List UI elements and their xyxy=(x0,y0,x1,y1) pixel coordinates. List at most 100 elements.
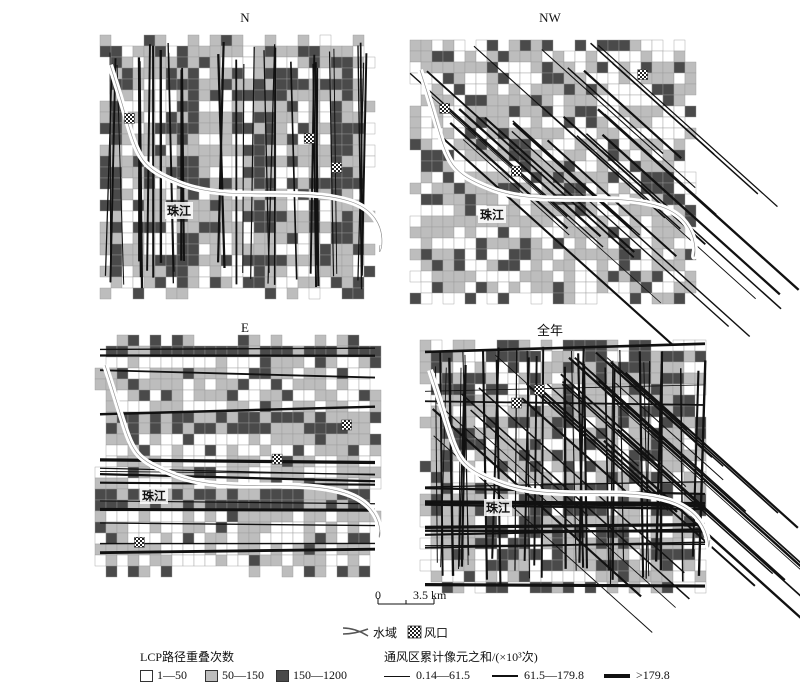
grid-cell xyxy=(275,45,288,58)
grid-cell xyxy=(303,400,316,413)
grid-cell xyxy=(420,215,433,228)
grid-cell xyxy=(431,39,444,52)
grid-cell xyxy=(358,378,371,391)
grid-cell xyxy=(369,433,382,446)
grid-cell xyxy=(138,422,151,435)
grid-cell xyxy=(99,287,112,300)
grid-cell xyxy=(259,521,272,534)
grid-cell xyxy=(347,466,360,479)
grid-cell xyxy=(508,237,521,250)
grid-cell xyxy=(209,254,222,267)
grid-cell xyxy=(497,116,510,129)
vent-marker xyxy=(511,165,522,177)
grid-cell xyxy=(242,276,255,289)
grid-cell xyxy=(694,383,707,396)
grid-cell xyxy=(253,199,266,212)
grid-cell xyxy=(551,350,564,363)
lcp-path xyxy=(481,350,489,580)
grid-cell xyxy=(541,281,554,294)
grid-cell xyxy=(281,411,294,424)
grid-cell xyxy=(662,116,675,129)
grid-cell xyxy=(330,89,343,102)
lcp-path xyxy=(290,61,298,280)
grid-cell xyxy=(253,166,266,179)
grid-cell xyxy=(149,532,162,545)
grid-cell xyxy=(215,444,228,457)
grid-cell xyxy=(496,559,509,572)
grid-cell xyxy=(226,411,239,424)
grid-cell xyxy=(507,537,520,550)
grid-cell xyxy=(475,61,488,74)
lcp-path xyxy=(424,400,706,406)
grid-cell xyxy=(193,488,206,501)
grid-cell xyxy=(453,50,466,63)
grid-cell xyxy=(529,570,542,583)
grid-cell xyxy=(187,67,200,80)
grid-cell xyxy=(629,116,642,129)
grid-cell xyxy=(116,356,129,369)
grid-cell xyxy=(431,50,444,63)
grid-cell xyxy=(486,50,499,63)
grid-cell xyxy=(187,221,200,234)
grid-cell xyxy=(121,166,134,179)
grid-cell xyxy=(442,204,455,217)
grid-cell xyxy=(563,83,576,96)
grid-cell xyxy=(209,144,222,157)
lcp-path xyxy=(242,63,245,274)
grid-cell xyxy=(176,276,189,289)
grid-cell xyxy=(358,532,371,545)
grid-cell xyxy=(574,83,587,96)
grid-cell xyxy=(231,210,244,223)
grid-cell xyxy=(673,237,686,250)
grid-cell xyxy=(518,570,531,583)
grid-cell xyxy=(215,543,228,556)
grid-cell xyxy=(226,488,239,501)
grid-cell xyxy=(314,433,327,446)
grid-cell xyxy=(215,554,228,567)
grid-cell xyxy=(352,287,365,300)
grid-cell xyxy=(551,570,564,583)
grid-cell xyxy=(270,378,283,391)
lcp-path xyxy=(216,41,225,263)
grid-cell xyxy=(640,259,653,272)
grid-cell xyxy=(204,554,217,567)
grid-cell xyxy=(486,226,499,239)
grid-cell xyxy=(541,259,554,272)
grid-cell xyxy=(662,61,675,74)
grid-cell xyxy=(358,565,371,578)
grid-cell xyxy=(215,411,228,424)
grid-cell xyxy=(231,243,244,256)
grid-cell xyxy=(607,270,620,283)
grid-cell xyxy=(193,378,206,391)
grid-cell xyxy=(431,226,444,239)
grid-cell xyxy=(452,350,465,363)
grid-cell xyxy=(242,45,255,58)
grid-cell xyxy=(105,532,118,545)
lcp-path xyxy=(470,409,589,517)
grid-cell xyxy=(442,237,455,250)
grid-cell xyxy=(165,243,178,256)
grid-cell xyxy=(160,422,173,435)
scale-zero: 0 xyxy=(375,588,381,602)
grid-cell xyxy=(259,367,272,380)
grid-cell xyxy=(270,356,283,369)
grid-cell xyxy=(650,581,663,594)
grid-cell xyxy=(270,389,283,402)
grid-cell xyxy=(160,367,173,380)
grid-cell xyxy=(529,361,542,374)
grid-cell xyxy=(275,177,288,190)
grid-cell xyxy=(171,378,184,391)
grid-cell xyxy=(121,144,134,157)
grid-cell xyxy=(264,287,277,300)
grid-cell xyxy=(138,389,151,402)
grid-cell xyxy=(171,510,184,523)
lcp-path xyxy=(357,45,363,290)
grid-cell xyxy=(420,171,433,184)
grid-cell xyxy=(508,105,521,118)
grid-cell xyxy=(242,78,255,91)
grid-cell xyxy=(281,356,294,369)
grid-cell xyxy=(420,138,433,151)
grid-cell xyxy=(248,378,261,391)
grid-cell xyxy=(248,356,261,369)
grid-cell xyxy=(420,50,433,63)
